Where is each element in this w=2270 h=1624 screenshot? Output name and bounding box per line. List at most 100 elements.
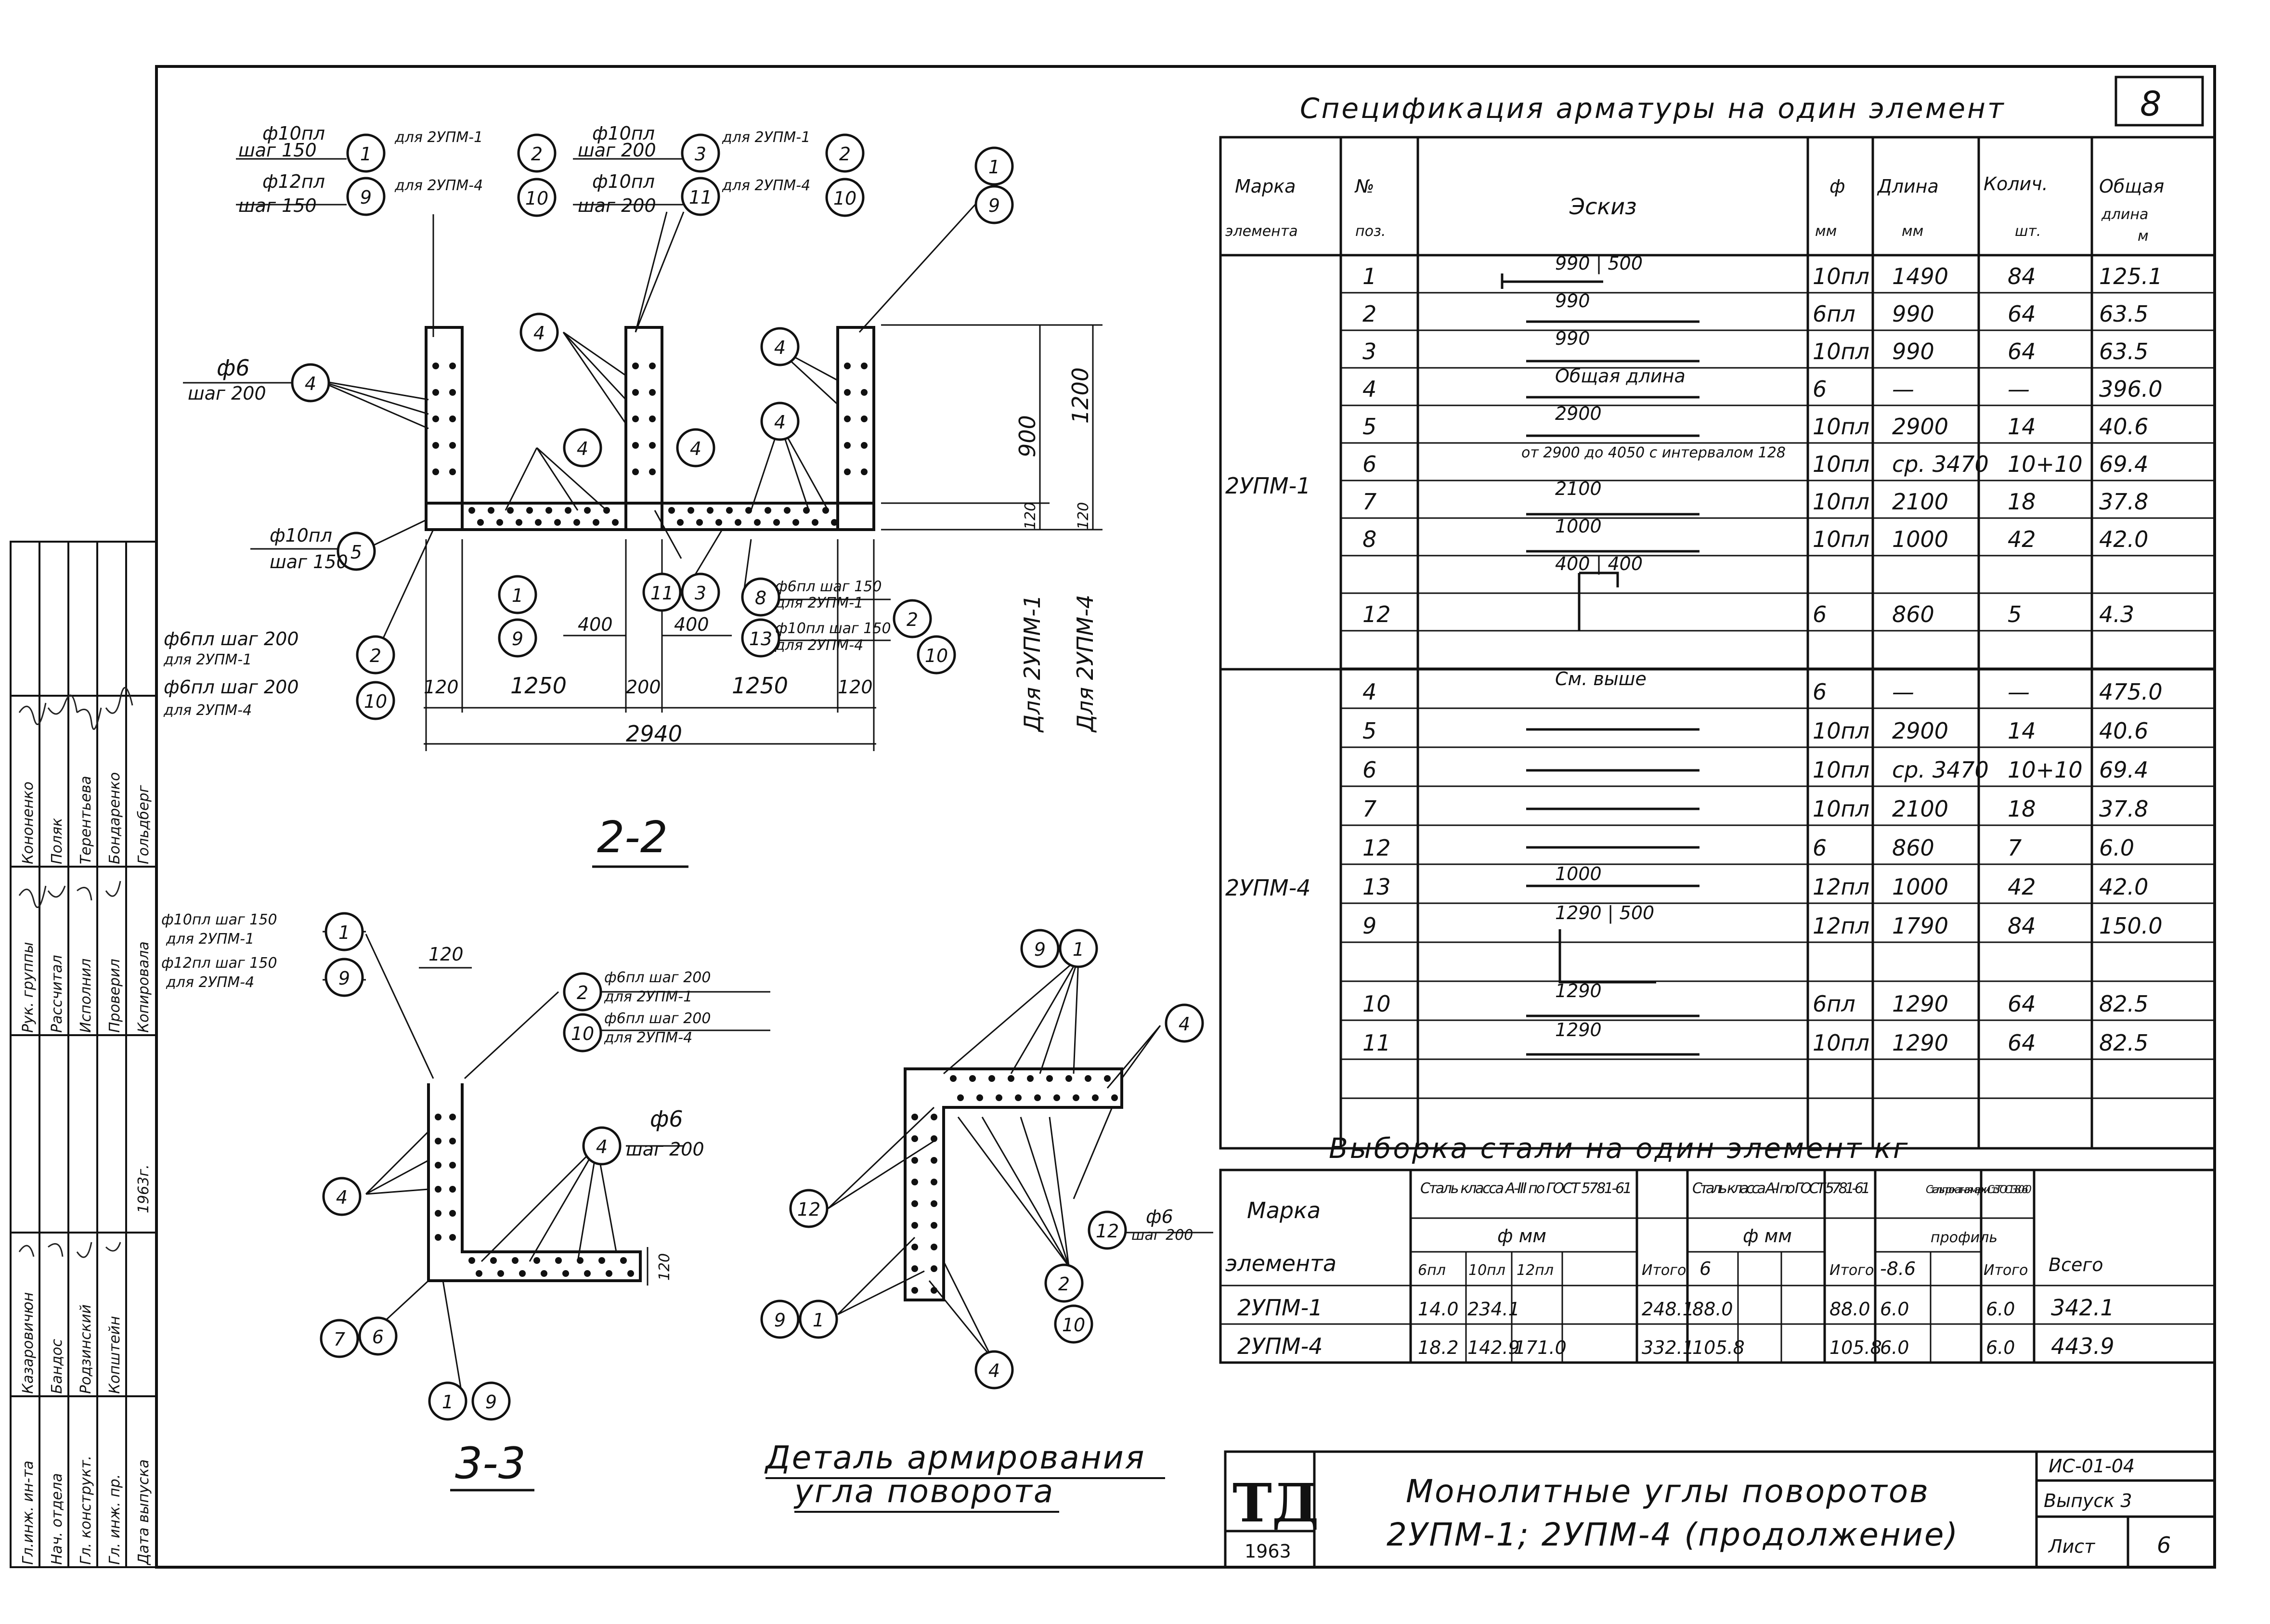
rebar-dot: [861, 442, 868, 449]
position-marker-number: 4: [336, 1187, 348, 1208]
spec-table: Спецификация арматуры на один элемент 8 …: [1219, 76, 2216, 1150]
dim-22-2: 1250: [510, 673, 567, 699]
rebar-dot: [598, 1257, 605, 1264]
dim-22-5: 120: [838, 676, 873, 698]
steel-cell-a3: 234.1: [1467, 1299, 1520, 1320]
spec-cell-total: 150.0: [2099, 913, 2163, 939]
rebar-dot: [526, 507, 533, 514]
spec-header-total: Общая: [2099, 176, 2164, 197]
spec-header-mark: Марка: [1235, 176, 1296, 197]
position-marker-number: 4: [774, 412, 786, 433]
spec-header-len-2: мм: [1902, 223, 1923, 240]
spec-cell-qty: —: [2008, 679, 2030, 705]
rebar-dot: [950, 1075, 957, 1082]
steel-profile-label: профиль: [1931, 1229, 1998, 1246]
spec-cell-sketch: 990: [1555, 290, 1590, 312]
rebar-dot: [435, 1234, 441, 1241]
rebar-dot: [488, 507, 494, 514]
stamp-name2-5: Гольдберг: [135, 785, 152, 864]
rebar-dot: [861, 468, 868, 475]
steel-mark-header-2: элемента: [1225, 1250, 1336, 1276]
rebar-dot: [535, 519, 542, 526]
spec-cell-len: 2900: [1892, 414, 1948, 440]
label-22-top-3: ф10пл: [592, 123, 655, 144]
rebar-dot: [803, 507, 810, 514]
position-marker-number: 9: [1034, 939, 1046, 960]
position-marker-circle: [676, 428, 715, 468]
rebar-dot: [844, 416, 851, 422]
spec-sketch-lines: [1501, 273, 1699, 1056]
label-33-1: ф10пл шаг 150: [161, 911, 277, 928]
spec-cell-total: 63.5: [2099, 338, 2148, 364]
rebar-dot: [612, 519, 619, 526]
rebar-dot: [649, 468, 656, 475]
position-marker-number: 4: [577, 438, 588, 459]
stamp-date: 1963г.: [135, 1164, 152, 1213]
steel-cell-prof: 6.0: [1880, 1337, 1909, 1358]
rebar-dot: [911, 1135, 918, 1142]
position-marker-circle: [825, 178, 865, 217]
rebar-dot: [649, 389, 656, 396]
steel-vsego: Всего: [2049, 1254, 2103, 1275]
rebar-dot: [931, 1135, 937, 1142]
rebar-dot: [988, 1075, 995, 1082]
position-marker-circle: [498, 575, 537, 614]
rebar-dot: [1073, 1094, 1079, 1101]
logo: ТД: [1232, 1472, 1319, 1534]
spec-cell-sketch: 1000: [1555, 516, 1602, 537]
spec-cell-sketch: 1290: [1555, 980, 1602, 1001]
spec-cell-pos: 6: [1362, 757, 1376, 783]
steel-row-mark: 2УПМ-4: [1237, 1333, 1323, 1359]
steel-cell-total: 342.1: [2051, 1295, 2114, 1321]
position-marker-number: 10: [1062, 1314, 1085, 1336]
spec-cell-len: 1290: [1892, 991, 1948, 1017]
position-marker-number: 1: [813, 1310, 824, 1331]
spec-cell-pos: 8: [1362, 526, 1376, 552]
spec-cell-qty: 42: [2008, 874, 2036, 900]
position-marker-number: 10: [925, 645, 948, 666]
stamp-role-2: Нач. отдела: [49, 1473, 65, 1565]
dim-22-10: 1200: [1067, 367, 1093, 424]
position-marker-circle: [1165, 1003, 1204, 1043]
title-code: ИС-01-04: [2049, 1455, 2135, 1477]
spec-sheet-number: 8: [2140, 84, 2162, 124]
spec-cell-qty: 18: [2008, 796, 2036, 822]
label-22-br-2-sub: для 2УПМ-4: [775, 637, 863, 654]
rebar-dot: [545, 507, 552, 514]
position-marker-circle: [517, 133, 557, 173]
rebar-dot: [1104, 1075, 1111, 1082]
steel-sub-prof-1: -8.6: [1880, 1258, 1916, 1279]
position-marker-circle: [563, 428, 602, 468]
steel-table: Выборка стали на один элемент кг Мар: [1219, 1132, 2216, 1364]
steel-class-a1: Сталь класса А-I по ГОСТ 5781-61: [1692, 1180, 1870, 1197]
position-marker-circle: [799, 1299, 838, 1339]
steel-sub-a3-3: 12пл: [1517, 1262, 1554, 1279]
position-marker-circle: [563, 972, 602, 1012]
spec-cell-dia: 10пл: [1813, 796, 1869, 822]
position-marker-number: 10: [525, 188, 548, 209]
steel-cell-prof: 6.0: [1880, 1299, 1909, 1320]
stamp-name-4: Копштейн: [106, 1316, 123, 1394]
label-22-top-1-note: для 2УПМ-1: [394, 129, 483, 146]
position-marker-number: 8: [755, 587, 766, 609]
spec-cell-total: 125.1: [2099, 263, 2163, 289]
title-year: 1963: [1245, 1541, 1291, 1562]
spec-cell-total: 37.8: [2099, 489, 2148, 515]
position-marker-number: 2: [577, 982, 588, 1003]
position-marker-circle: [681, 133, 720, 173]
rebar-dot: [687, 507, 694, 514]
rebar-dot: [541, 1270, 547, 1277]
position-marker-number: 7: [334, 1329, 345, 1350]
rebar-dot: [632, 389, 639, 396]
steel-title: Выборка стали на один элемент кг: [1329, 1132, 1909, 1165]
spec-cell-len: 2100: [1892, 796, 1948, 822]
position-marker-circle: [358, 1316, 398, 1356]
position-marker-number: 9: [485, 1391, 497, 1413]
spec-cell-sketch: 1290 | 500: [1555, 902, 1654, 924]
stamp-role-1: Гл.инж. ин-та: [20, 1461, 37, 1565]
label-22-left-4: ф6пл шаг 200: [164, 676, 299, 698]
position-marker-number: 1: [338, 922, 350, 943]
spec-cell-total: 42.0: [2099, 526, 2148, 552]
section-33-title: 3-3: [455, 1438, 526, 1489]
